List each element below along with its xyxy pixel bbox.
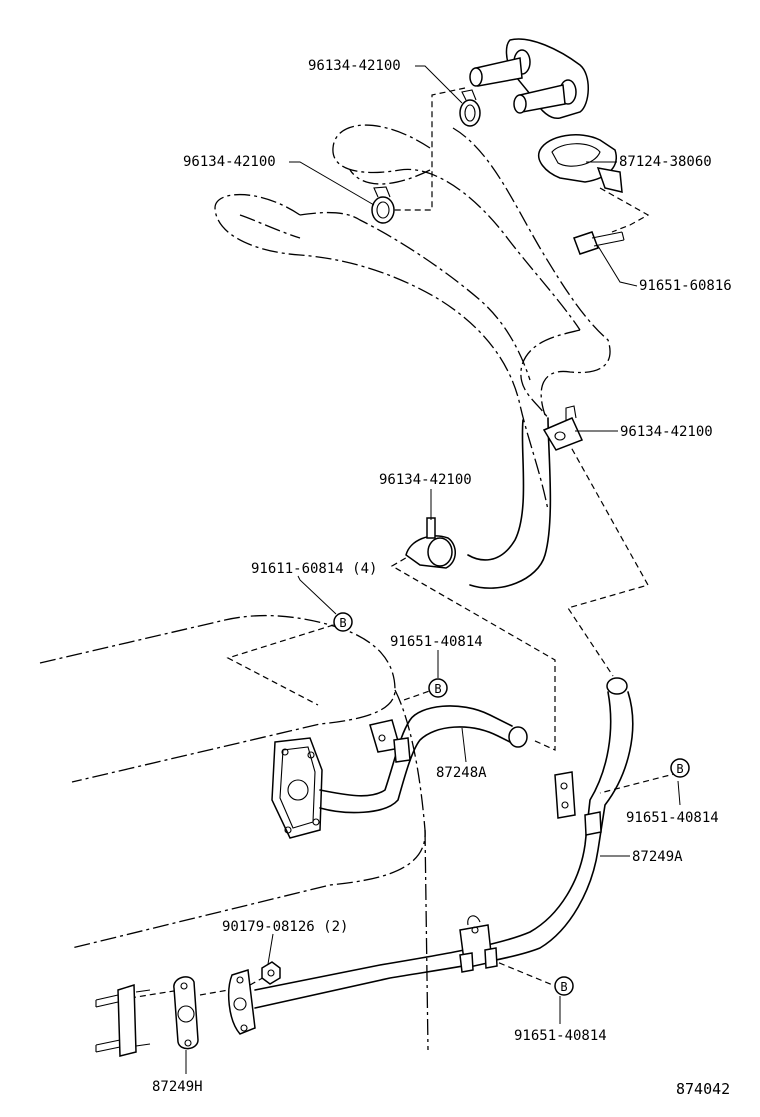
marker-b-4: B	[554, 976, 574, 996]
marker-b-3: B	[670, 758, 690, 778]
hose-clamp-upper	[371, 186, 395, 224]
hose-clamp-top	[459, 89, 481, 127]
marker-b-1: B	[333, 612, 353, 632]
hose-clamp-right	[542, 405, 584, 451]
part-labels: 96134-42100 96134-42100 87124-38060 9165…	[152, 58, 732, 1098]
nut	[261, 961, 281, 985]
svg-text:B: B	[339, 616, 346, 630]
label-bolt: 91651-60816	[639, 278, 732, 294]
label-screw: 91611-60814 (4)	[251, 561, 377, 577]
label-bracket: 87124-38060	[619, 154, 712, 170]
label-pipe-87249a: 87249A	[632, 849, 683, 865]
label-bolt-b3: 91651-40814	[514, 1028, 607, 1044]
label-clamp-top: 96134-42100	[308, 58, 401, 74]
label-gasket: 87249H	[152, 1079, 203, 1095]
svg-text:B: B	[560, 980, 567, 994]
bracket-clip	[538, 134, 623, 193]
phantom-hoses	[39, 124, 611, 1051]
marker-b-2: B	[428, 678, 448, 698]
label-pipe-87248a: 87248A	[436, 765, 487, 781]
bolt	[573, 231, 625, 255]
label-nut: 90179-08126 (2)	[222, 919, 348, 935]
figure-number: 874042	[676, 1080, 730, 1098]
label-clamp-lower: 96134-42100	[379, 472, 472, 488]
svg-text:B: B	[434, 682, 441, 696]
label-clamp-right: 96134-42100	[620, 424, 713, 440]
hose-clamp-lower	[405, 517, 456, 569]
label-bolt-b1: 91651-40814	[390, 634, 483, 650]
pipe-87248a	[271, 705, 528, 839]
pipe-87249a	[227, 677, 634, 1035]
svg-text:B: B	[676, 762, 683, 776]
label-bolt-b2: 91651-40814	[626, 810, 719, 826]
gasket-87249h	[173, 976, 199, 1050]
studs	[95, 983, 151, 1057]
lower-hose	[467, 417, 552, 589]
leader-lines	[185, 65, 681, 1074]
label-clamp-upper: 96134-42100	[183, 154, 276, 170]
heater-ports	[469, 38, 589, 119]
